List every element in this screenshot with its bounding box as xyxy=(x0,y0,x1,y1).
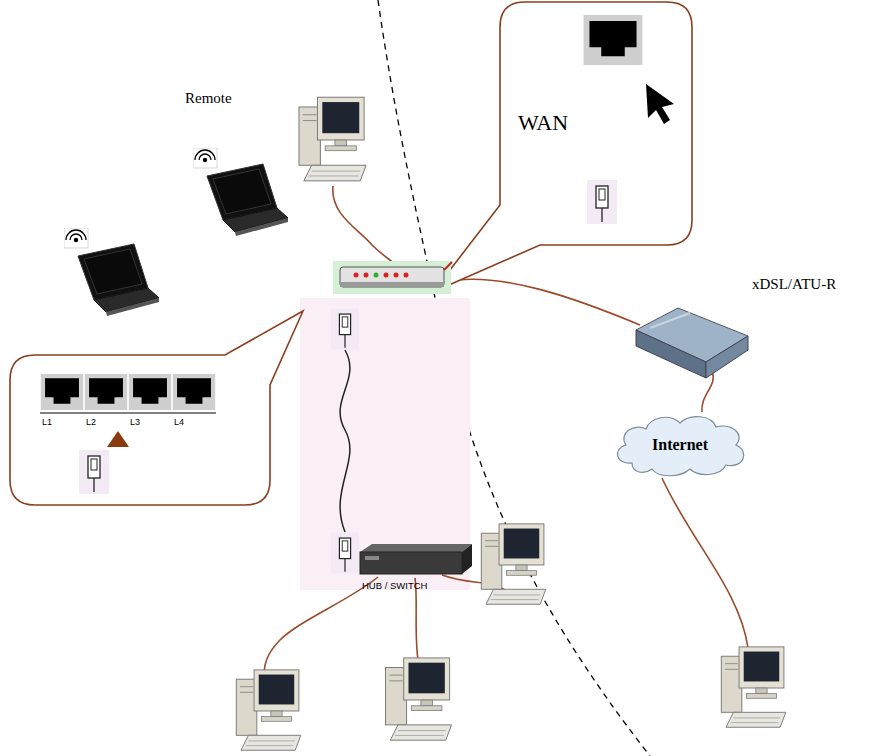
switch-label: HUB / SWITCH xyxy=(362,581,427,592)
port-label: L4 xyxy=(174,417,184,427)
port-label: L2 xyxy=(86,417,96,427)
callout-box: WAN xyxy=(500,2,692,245)
remote-label: Remote xyxy=(185,90,232,107)
port-name: WAN xyxy=(518,110,568,135)
cloud-label: Internet xyxy=(652,436,708,454)
port-label: L3 xyxy=(130,417,140,427)
port-label: L1 xyxy=(42,417,52,427)
modem-label: xDSL/ATU-R xyxy=(752,276,836,293)
cloud-node: Internet xyxy=(610,411,750,479)
callout-box: L1 L2 L3 L4 xyxy=(10,355,270,505)
